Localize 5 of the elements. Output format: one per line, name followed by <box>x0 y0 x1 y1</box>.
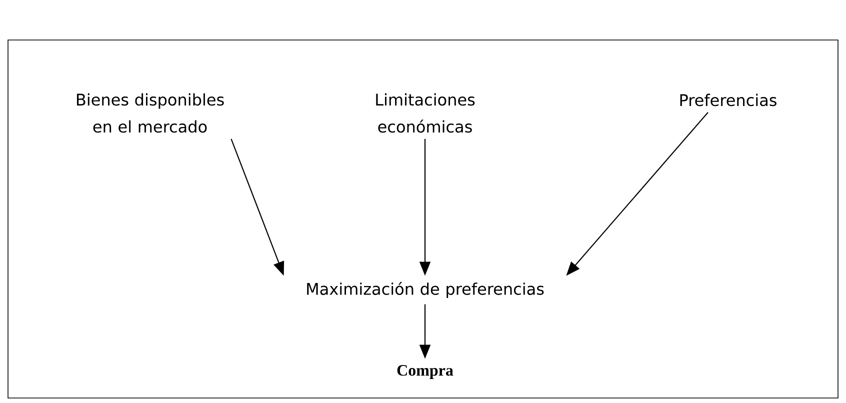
text-label: Compra <box>397 365 454 379</box>
text-label: Maximización de preferencias <box>307 282 544 298</box>
text-label: Limitaciones económicas <box>376 93 475 133</box>
text-label: Bienes disponibles en el mercado <box>77 93 224 133</box>
text-label: Preferencias <box>680 94 776 106</box>
